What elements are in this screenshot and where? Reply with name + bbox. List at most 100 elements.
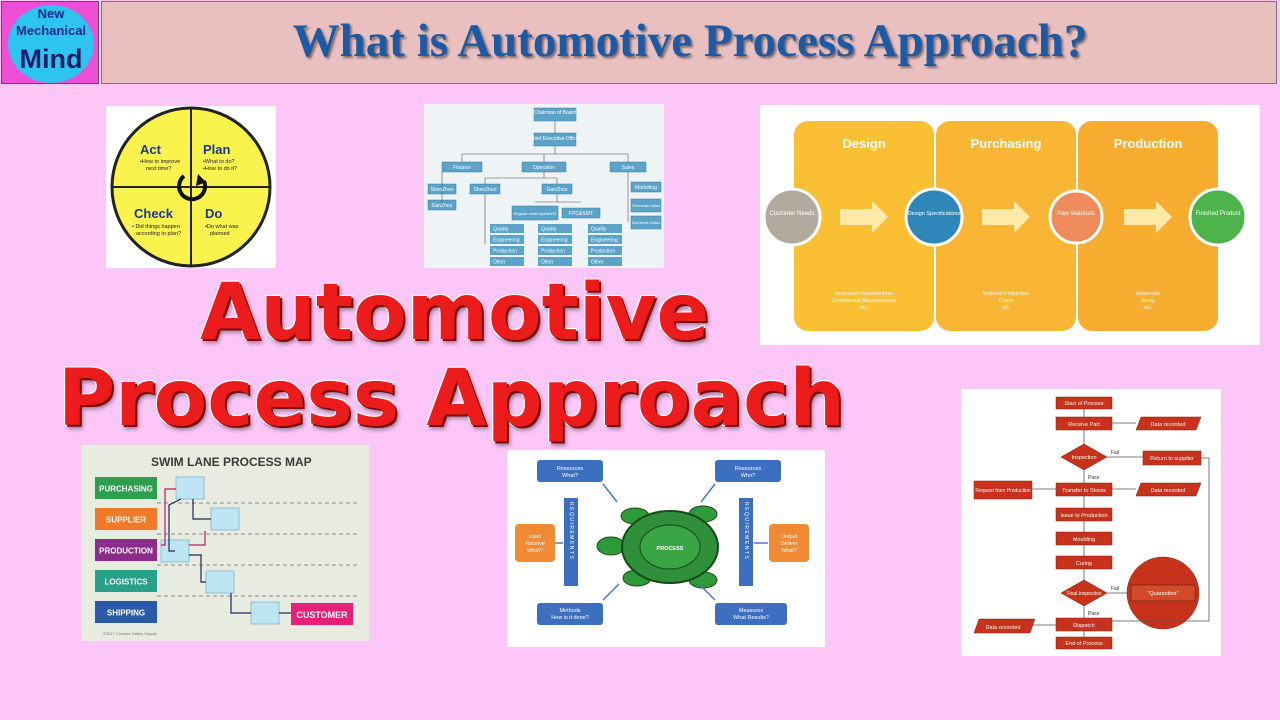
org-sub-label: Engineering bbox=[541, 238, 568, 244]
pdca-act: Act bbox=[140, 142, 162, 157]
turtle-icon: PROCESS bbox=[596, 505, 719, 589]
turtle-input-sub1: Receive bbox=[525, 541, 545, 547]
turtle-process: PROCESS bbox=[657, 546, 684, 552]
requirements-bar-right bbox=[739, 498, 753, 586]
org-marketing: Marketing bbox=[635, 185, 657, 191]
org-box-overseas bbox=[630, 198, 662, 213]
org-sub-box bbox=[538, 235, 572, 244]
org-sub-label: Production bbox=[591, 249, 615, 255]
box-resources-left bbox=[537, 460, 603, 482]
org-ganzhou1: GanZhou bbox=[432, 203, 453, 209]
org-sub-box bbox=[490, 235, 524, 244]
turtle-methods: Methods bbox=[559, 608, 580, 614]
node-customer-needs bbox=[762, 187, 822, 247]
note-production-1: Assemble bbox=[1136, 291, 1160, 297]
pdca-check-q2: according to plan? bbox=[136, 231, 181, 237]
org-sub-label: Quality bbox=[541, 227, 557, 233]
pdca-cycle-diagram: Act •How to improve next time? Plan •Wha… bbox=[110, 106, 272, 268]
swim-lane-title: SWIM LANE PROCESS MAP bbox=[151, 455, 312, 469]
box-output bbox=[769, 524, 809, 562]
fc-data1 bbox=[1135, 416, 1202, 431]
design-flow-panel: Design Purchasing Production Customer Ne… bbox=[760, 105, 1260, 345]
note-purchasing-1: Material Properties bbox=[983, 291, 1029, 297]
org-ceo: Chief Executive Officer bbox=[530, 136, 581, 142]
logo: New Mechanical Mind bbox=[1, 1, 99, 84]
flowchart-panel: Start of Process Receive Part Inspection… bbox=[961, 389, 1221, 656]
lane-label-box bbox=[95, 570, 157, 592]
turtle-resources-left: Resources bbox=[557, 466, 584, 472]
design-flow-diagram: Design Purchasing Production Customer Ne… bbox=[762, 121, 1248, 331]
process-box bbox=[250, 601, 280, 625]
org-sub-label: Other bbox=[591, 260, 604, 266]
logo-line2: Mechanical bbox=[15, 23, 87, 38]
node-design-specifications bbox=[904, 187, 964, 247]
org-sub-box bbox=[538, 246, 572, 255]
org-sub-box bbox=[588, 246, 622, 255]
fc-pass1-label: Pass bbox=[1088, 475, 1100, 481]
box-input bbox=[515, 524, 555, 562]
fc-data3-label: Data recorded bbox=[986, 625, 1021, 631]
stage-purchasing: Purchasing bbox=[971, 136, 1042, 151]
node-label-2: Design Specifications bbox=[908, 211, 961, 217]
org-fpc: FPC&SMT bbox=[569, 211, 593, 217]
turtle-requirements-right: REQUIREMENTS bbox=[743, 502, 749, 560]
turtle-resources-left-q: What? bbox=[562, 473, 578, 479]
turtle-resources-right: Resources bbox=[735, 466, 762, 472]
box-methods bbox=[537, 603, 603, 625]
org-sales: Sales bbox=[622, 165, 635, 171]
fc-request-label: Request from Production bbox=[975, 488, 1031, 494]
process-box bbox=[205, 570, 235, 594]
turtle-methods-q: How is it done? bbox=[551, 615, 589, 621]
fc-final-label: Final Inspection bbox=[1066, 591, 1101, 597]
fc-transfer-label: Transfer to Stores bbox=[1062, 488, 1106, 494]
lane-label-box bbox=[95, 539, 157, 561]
org-columns: QualityEngineeringProductionOtherQuality… bbox=[490, 224, 622, 266]
pdca-plan-q1: •What to do? bbox=[203, 159, 235, 165]
turtle-measures-q: What Results? bbox=[733, 615, 769, 621]
org-chart: Chairman of Board Chief Executive Office… bbox=[427, 107, 662, 266]
org-box-regular bbox=[511, 205, 559, 221]
node-label-4: Finished Product bbox=[1195, 211, 1240, 217]
org-sub-box bbox=[490, 257, 524, 266]
stage-block-production bbox=[1078, 121, 1218, 331]
turtle-input-sub2: What? bbox=[527, 548, 543, 554]
node-label-3: Raw Materials bbox=[1057, 211, 1095, 217]
swim-lanes: PURCHASINGSUPPLIERPRODUCTIONLOGISTICSSHI… bbox=[95, 477, 157, 623]
turtle-measures: Measures bbox=[739, 608, 763, 614]
lane-label-box bbox=[95, 601, 157, 623]
process-box bbox=[175, 476, 205, 500]
org-operation: Operation bbox=[533, 165, 555, 171]
org-sub-box bbox=[490, 246, 524, 255]
org-sub-label: Production bbox=[541, 249, 565, 255]
note-purchasing-2: Costs bbox=[999, 298, 1013, 304]
flow-arrow-icon bbox=[1124, 201, 1172, 233]
fc-return-label: Return to supplier bbox=[1150, 456, 1194, 462]
org-domestic: Domestic Sales bbox=[632, 220, 660, 225]
stage-block-design bbox=[794, 121, 934, 331]
requirements-bar-left bbox=[564, 498, 578, 586]
customer-box bbox=[291, 603, 353, 625]
turtle-input: Input bbox=[529, 534, 542, 540]
org-sub-label: Engineering bbox=[493, 238, 520, 244]
fc-pass2-label: Pass bbox=[1088, 611, 1100, 617]
pdca-do-q1: •Do what was bbox=[205, 224, 239, 230]
org-chairman: Chairman of Board bbox=[534, 110, 576, 116]
pdca-act-q2: next time? bbox=[146, 166, 171, 172]
fc-moulding-label: Moulding bbox=[1073, 537, 1095, 543]
title-bar: What is Automotive Process Approach? bbox=[101, 1, 1277, 84]
org-chart-panel: Chairman of Board Chief Executive Office… bbox=[424, 104, 664, 268]
pdca-act-q1: •How to improve bbox=[140, 159, 180, 165]
node-label-1: Customer Needs bbox=[769, 211, 814, 217]
turtle-diagram: Resources What? Resources Who? Methods H… bbox=[515, 460, 809, 625]
org-sub-box bbox=[588, 257, 622, 266]
org-sub-box bbox=[588, 235, 622, 244]
note-design-3: etc. bbox=[860, 305, 869, 311]
org-shenzhen2: ShenZhen bbox=[473, 187, 496, 193]
logo-circle bbox=[8, 5, 94, 83]
page-title: What is Automotive Process Approach? bbox=[292, 15, 1088, 67]
box-measures bbox=[715, 603, 787, 625]
org-sub-label: Engineering bbox=[591, 238, 618, 244]
turtle-output-sub2: What? bbox=[781, 548, 797, 554]
lane-label-supplier: SUPPLIER bbox=[106, 516, 146, 525]
